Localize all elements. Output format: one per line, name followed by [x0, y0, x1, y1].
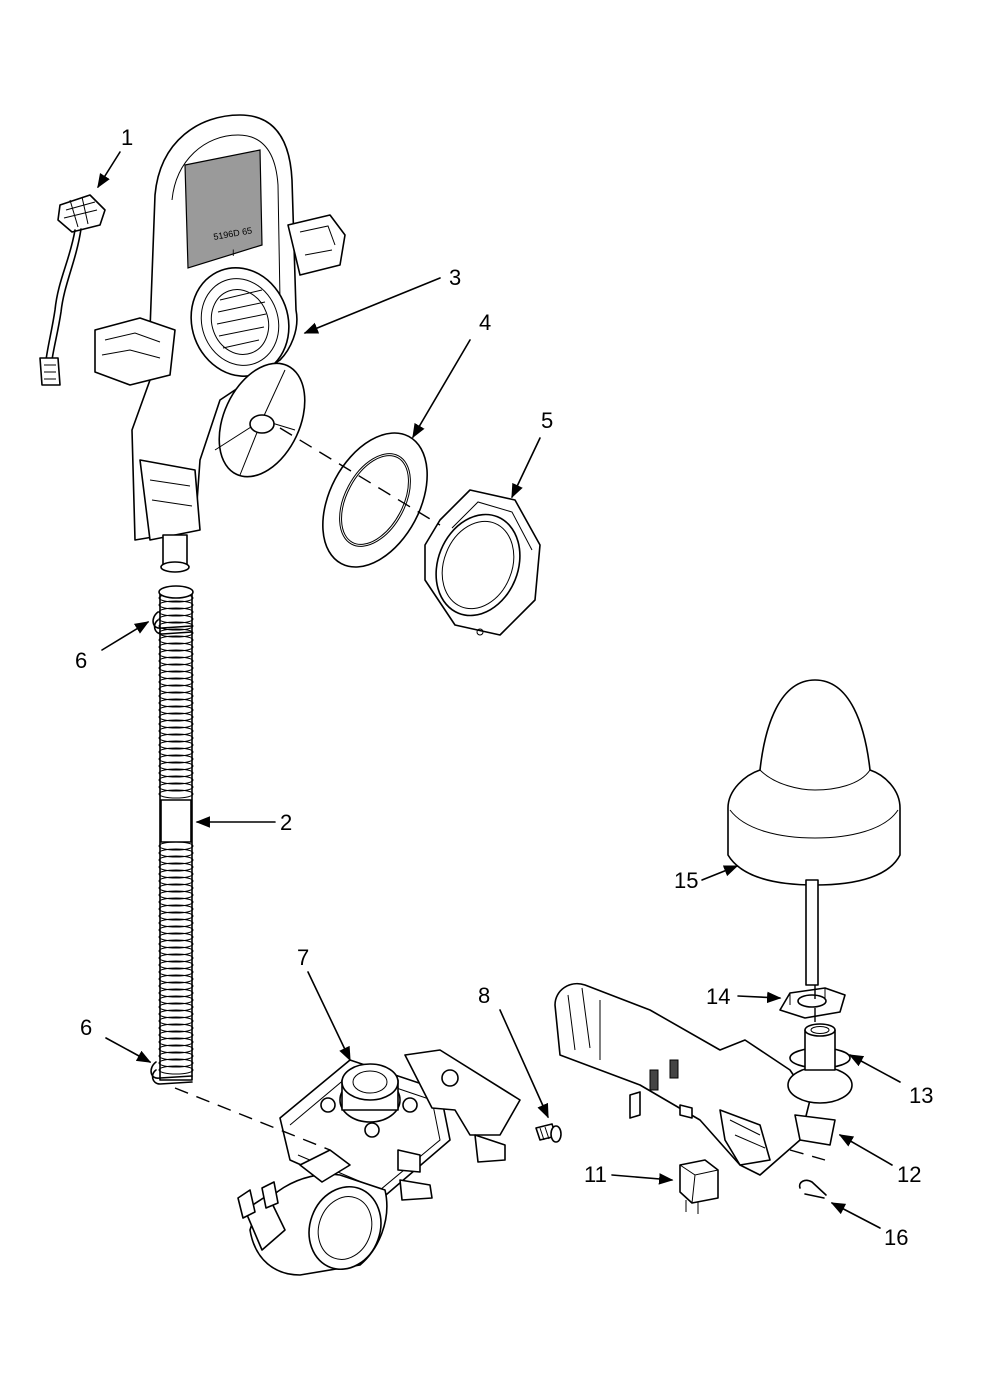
- float-guide: [787, 1023, 853, 1104]
- wire-harness: [39, 194, 106, 386]
- hose-rib: [158, 939, 194, 949]
- hose-rib: [158, 904, 194, 914]
- hose-rib: [158, 691, 194, 701]
- hose-rib: [158, 1065, 194, 1075]
- label-part-6-top: 6: [75, 648, 87, 673]
- hose-rib: [158, 621, 194, 631]
- mounting-screw: [535, 1123, 562, 1143]
- hose-rib: [158, 890, 194, 900]
- hose-rib: [158, 855, 194, 865]
- label-part-6-bottom: 6: [80, 1015, 92, 1040]
- hose-ribs: [158, 593, 194, 1075]
- label-part-7: 7: [297, 945, 309, 970]
- hose-rib: [158, 719, 194, 729]
- label-part-11: 11: [584, 1162, 607, 1187]
- hose-rib: [158, 960, 194, 970]
- hose-rib: [158, 726, 194, 736]
- label-part-4: 4: [479, 310, 491, 335]
- hose-rib: [158, 981, 194, 991]
- hose-rib: [158, 911, 194, 921]
- hose-rib: [158, 635, 194, 645]
- hose-rib: [158, 876, 194, 886]
- label-part-13: 13: [909, 1083, 933, 1108]
- hose-rib: [158, 663, 194, 673]
- hose-rib: [158, 841, 194, 851]
- housing-marking-2: I: [232, 248, 235, 258]
- hose-rib: [158, 747, 194, 757]
- hose-rib: [158, 1044, 194, 1054]
- hose-rib: [158, 897, 194, 907]
- hose-rib: [158, 883, 194, 893]
- retainer-clip: [798, 1179, 827, 1199]
- label-part-3: 3: [449, 265, 461, 290]
- hose-rib: [158, 740, 194, 750]
- hose-clamp-bottom: [150, 1061, 193, 1085]
- fill-hose: [158, 585, 194, 1081]
- label-part-16: 16: [884, 1225, 908, 1250]
- inlet-nut: [424, 489, 541, 636]
- label-part-12: 12: [897, 1162, 921, 1187]
- hose-rib: [158, 869, 194, 879]
- float-switch-bracket: [554, 983, 836, 1176]
- hose-rib: [158, 705, 194, 715]
- hose-rib: [158, 995, 194, 1005]
- hose-rib: [158, 614, 194, 624]
- gasket-ring: [322, 432, 428, 568]
- float-switch: [679, 1159, 719, 1214]
- label-part-15: 15: [674, 868, 698, 893]
- hose-rib: [158, 1016, 194, 1026]
- hose-rib: [158, 848, 194, 858]
- label-part-2: 2: [280, 810, 292, 835]
- hose-clamp-top: [152, 611, 193, 635]
- hose-rib: [158, 953, 194, 963]
- hose-rib: [158, 1002, 194, 1012]
- water-inlet-valve: [237, 1049, 521, 1276]
- hose-rib: [158, 712, 194, 722]
- hose-rib: [158, 1051, 194, 1061]
- hose-rib: [158, 932, 194, 942]
- hose-rib: [158, 988, 194, 998]
- hose-rib: [158, 946, 194, 956]
- hose-rib: [158, 761, 194, 771]
- hose-rib: [158, 967, 194, 977]
- fill-housing: 5196D 65 I: [94, 114, 346, 573]
- label-part-8: 8: [478, 983, 490, 1008]
- hose-rib: [158, 789, 194, 799]
- part-number-labels: 1 2 3 4 5 6 6 7 8 11 12 13 14 15 16: [75, 125, 933, 1250]
- assembly-lines: [174, 427, 816, 1151]
- hose-rib: [158, 1037, 194, 1047]
- label-part-5: 5: [541, 408, 553, 433]
- hose-rib: [158, 733, 194, 743]
- hose-rib: [158, 600, 194, 610]
- hose-rib: [158, 768, 194, 778]
- leader-arrows: [97, 151, 901, 1229]
- hose-rib: [158, 607, 194, 617]
- hose-rib: [158, 754, 194, 764]
- hose-rib: [158, 649, 194, 659]
- hose-rib: [158, 862, 194, 872]
- label-part-14: 14: [706, 984, 730, 1009]
- hose-rib: [158, 1058, 194, 1068]
- float-nut: [779, 987, 846, 1019]
- hose-rib: [158, 698, 194, 708]
- hose-rib: [158, 918, 194, 928]
- hose-rib: [158, 684, 194, 694]
- hose-rib: [158, 1023, 194, 1033]
- hose-rib: [158, 1030, 194, 1040]
- hose-rib: [158, 670, 194, 680]
- float: [727, 679, 901, 986]
- hose-rib: [158, 642, 194, 652]
- hose-rib: [158, 1009, 194, 1019]
- hose-rib: [158, 677, 194, 687]
- hose-rib: [158, 656, 194, 666]
- hose-rib: [158, 974, 194, 984]
- label-part-1: 1: [121, 125, 133, 150]
- hose-rib: [158, 775, 194, 785]
- hose-rib: [158, 782, 194, 792]
- hose-rib: [158, 925, 194, 935]
